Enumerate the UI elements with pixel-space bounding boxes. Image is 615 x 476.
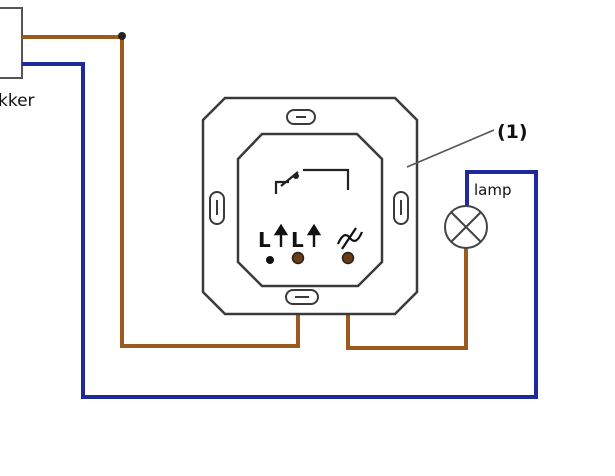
socket-label: kker [0, 91, 35, 111]
switch-pivot-dot [293, 173, 299, 179]
dimmer-symbol-icon [336, 227, 364, 250]
lamp-icon [444, 205, 488, 249]
switch-mechanism [236, 132, 384, 288]
screw-slot-left [209, 191, 225, 225]
screw-slot-bottom [285, 289, 319, 305]
terminal-l [291, 251, 305, 265]
terminal-l2-label: L [291, 228, 304, 252]
neutral-wire [22, 62, 538, 399]
up-arrow-icon [306, 223, 322, 247]
junction-dot [118, 32, 126, 40]
terminal-unused [266, 256, 274, 264]
part-marker-label: (1) [497, 121, 528, 143]
lamp-label: lamp [474, 181, 512, 199]
screw-slot-right [393, 191, 409, 225]
part-marker-leader [406, 129, 495, 168]
up-arrow-icon [273, 223, 289, 247]
socket-box [0, 7, 23, 79]
terminal-load [341, 251, 355, 265]
screw-slot-top [286, 109, 316, 125]
terminal-l1-label: L [258, 228, 271, 252]
phase-wire [22, 35, 300, 348]
